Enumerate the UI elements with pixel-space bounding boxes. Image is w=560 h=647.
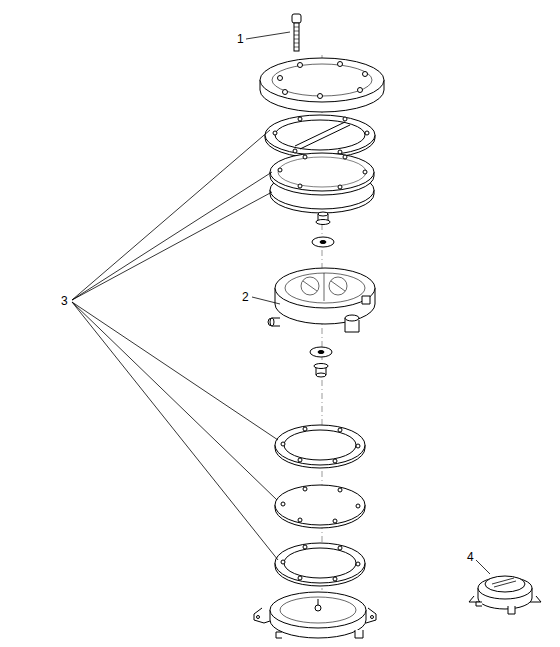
callout-number: 2: [241, 291, 250, 303]
gasket: [275, 425, 365, 468]
gasket: [265, 115, 375, 158]
diaphragm: [275, 485, 365, 528]
pump-body: [268, 268, 375, 332]
bottom-cover: [254, 592, 376, 638]
screw: [292, 14, 301, 51]
callout-number: 3: [60, 295, 69, 307]
top-cover: [260, 58, 384, 112]
check-valve: [312, 212, 334, 247]
leader-line: [72, 32, 490, 574]
diaphragm: [270, 153, 374, 213]
callout-number: 1: [236, 33, 245, 45]
callout-number: 4: [466, 551, 475, 563]
gasket: [275, 543, 365, 586]
check-valve: [310, 347, 332, 377]
fuel-pump-assembly: [469, 576, 541, 614]
